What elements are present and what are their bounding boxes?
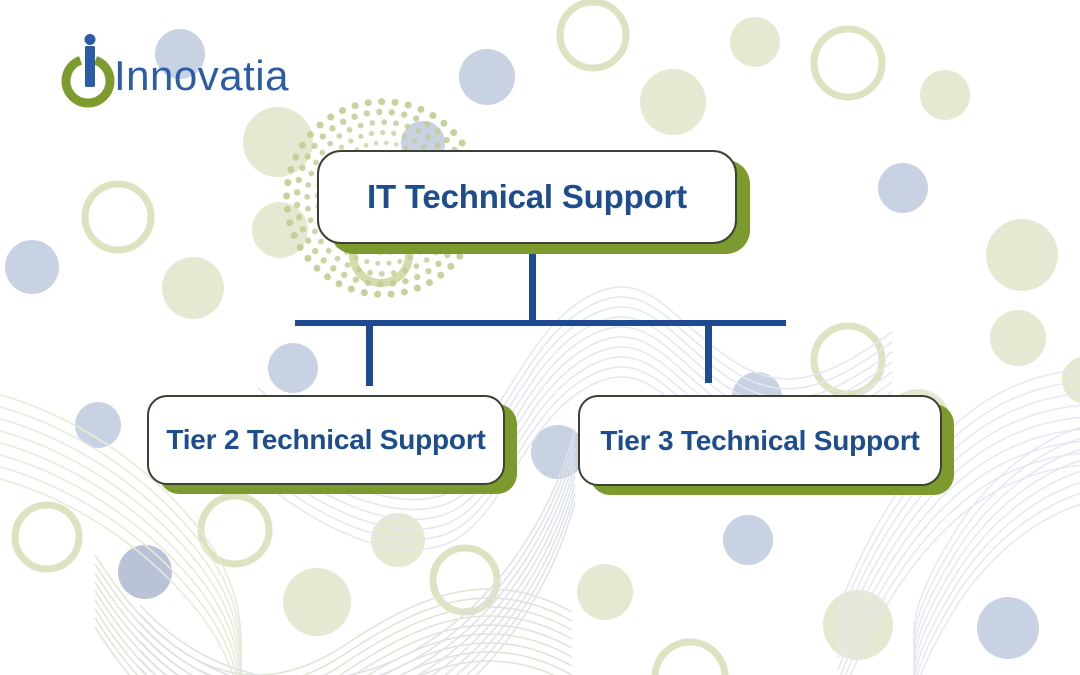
- wave-pattern: [0, 286, 1080, 675]
- org-node-root-label: IT Technical Support: [367, 178, 687, 215]
- connector-tier2-stem: [366, 326, 373, 386]
- org-node-tier3: Tier 3 Technical Support: [578, 395, 942, 486]
- brand-name: Innovatia: [114, 52, 289, 99]
- org-node-tier3-label: Tier 3 Technical Support: [600, 424, 920, 456]
- connector-tier3-stem: [705, 326, 712, 383]
- brand-logo: Innovatia: [58, 28, 318, 120]
- innovatia-logo-icon: [61, 34, 115, 108]
- connector-root-stem: [529, 250, 536, 322]
- org-node-tier2-label: Tier 2 Technical Support: [166, 424, 486, 455]
- org-node-tier2: Tier 2 Technical Support: [147, 395, 505, 485]
- connector-horizontal: [295, 320, 786, 326]
- org-node-root: IT Technical Support: [317, 150, 737, 244]
